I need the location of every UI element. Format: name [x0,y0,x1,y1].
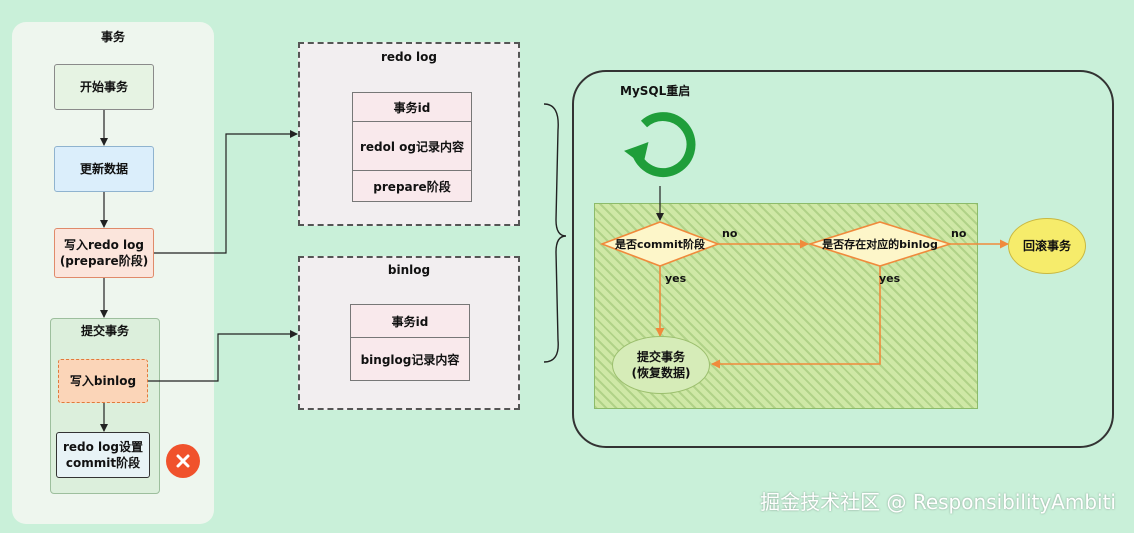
redo-log-row-prepare: prepare阶段 [352,170,472,202]
yes-label-binlog: yes [879,272,901,285]
recovery-title: MySQL重启 [620,84,691,98]
redo-log-title: redo log [380,50,437,64]
binlog-row-txid: 事务id [350,304,470,338]
write-redo-log-line1: 写入redo log [63,238,145,252]
redo-set-commit-line1: redo log设置 [62,440,144,454]
commit-recover-node: 提交事务 (恢复数据) [612,336,710,394]
redo-log-row-txid: 事务id [352,92,472,122]
start-transaction-box: 开始事务 [54,64,154,110]
redo-set-commit-box: redo log设置 commit阶段 [56,432,150,478]
redo-set-commit-line2: commit阶段 [65,456,141,470]
commit-group-title: 提交事务 [80,324,129,338]
commit-recover-line1: 提交事务 [636,350,685,364]
transaction-title: 事务 [100,30,125,44]
failure-x-icon [166,444,200,478]
no-label-commit: no [722,227,738,240]
commit-recover-line2: (恢复数据) [631,366,691,380]
update-data-box: 更新数据 [54,146,154,192]
no-label-binlog: no [951,227,967,240]
binlog-title: binlog [387,263,431,277]
write-binlog-box: 写入binlog [58,359,148,403]
yes-label-commit: yes [665,272,687,285]
binlog-row-content: binglog记录内容 [350,337,470,381]
decision-commit-text: 是否commit阶段 [614,238,706,251]
watermark-text: 掘金技术社区 @ ResponsibilityAmbiti [760,490,1116,514]
write-redo-log-line2: (prepare阶段) [59,254,149,268]
rollback-transaction-node: 回滚事务 [1008,218,1086,274]
decision-binlog-text: 是否存在对应的binlog [822,238,938,251]
write-redo-log-box: 写入redo log (prepare阶段) [54,228,154,278]
restart-cycle-icon [622,108,698,184]
